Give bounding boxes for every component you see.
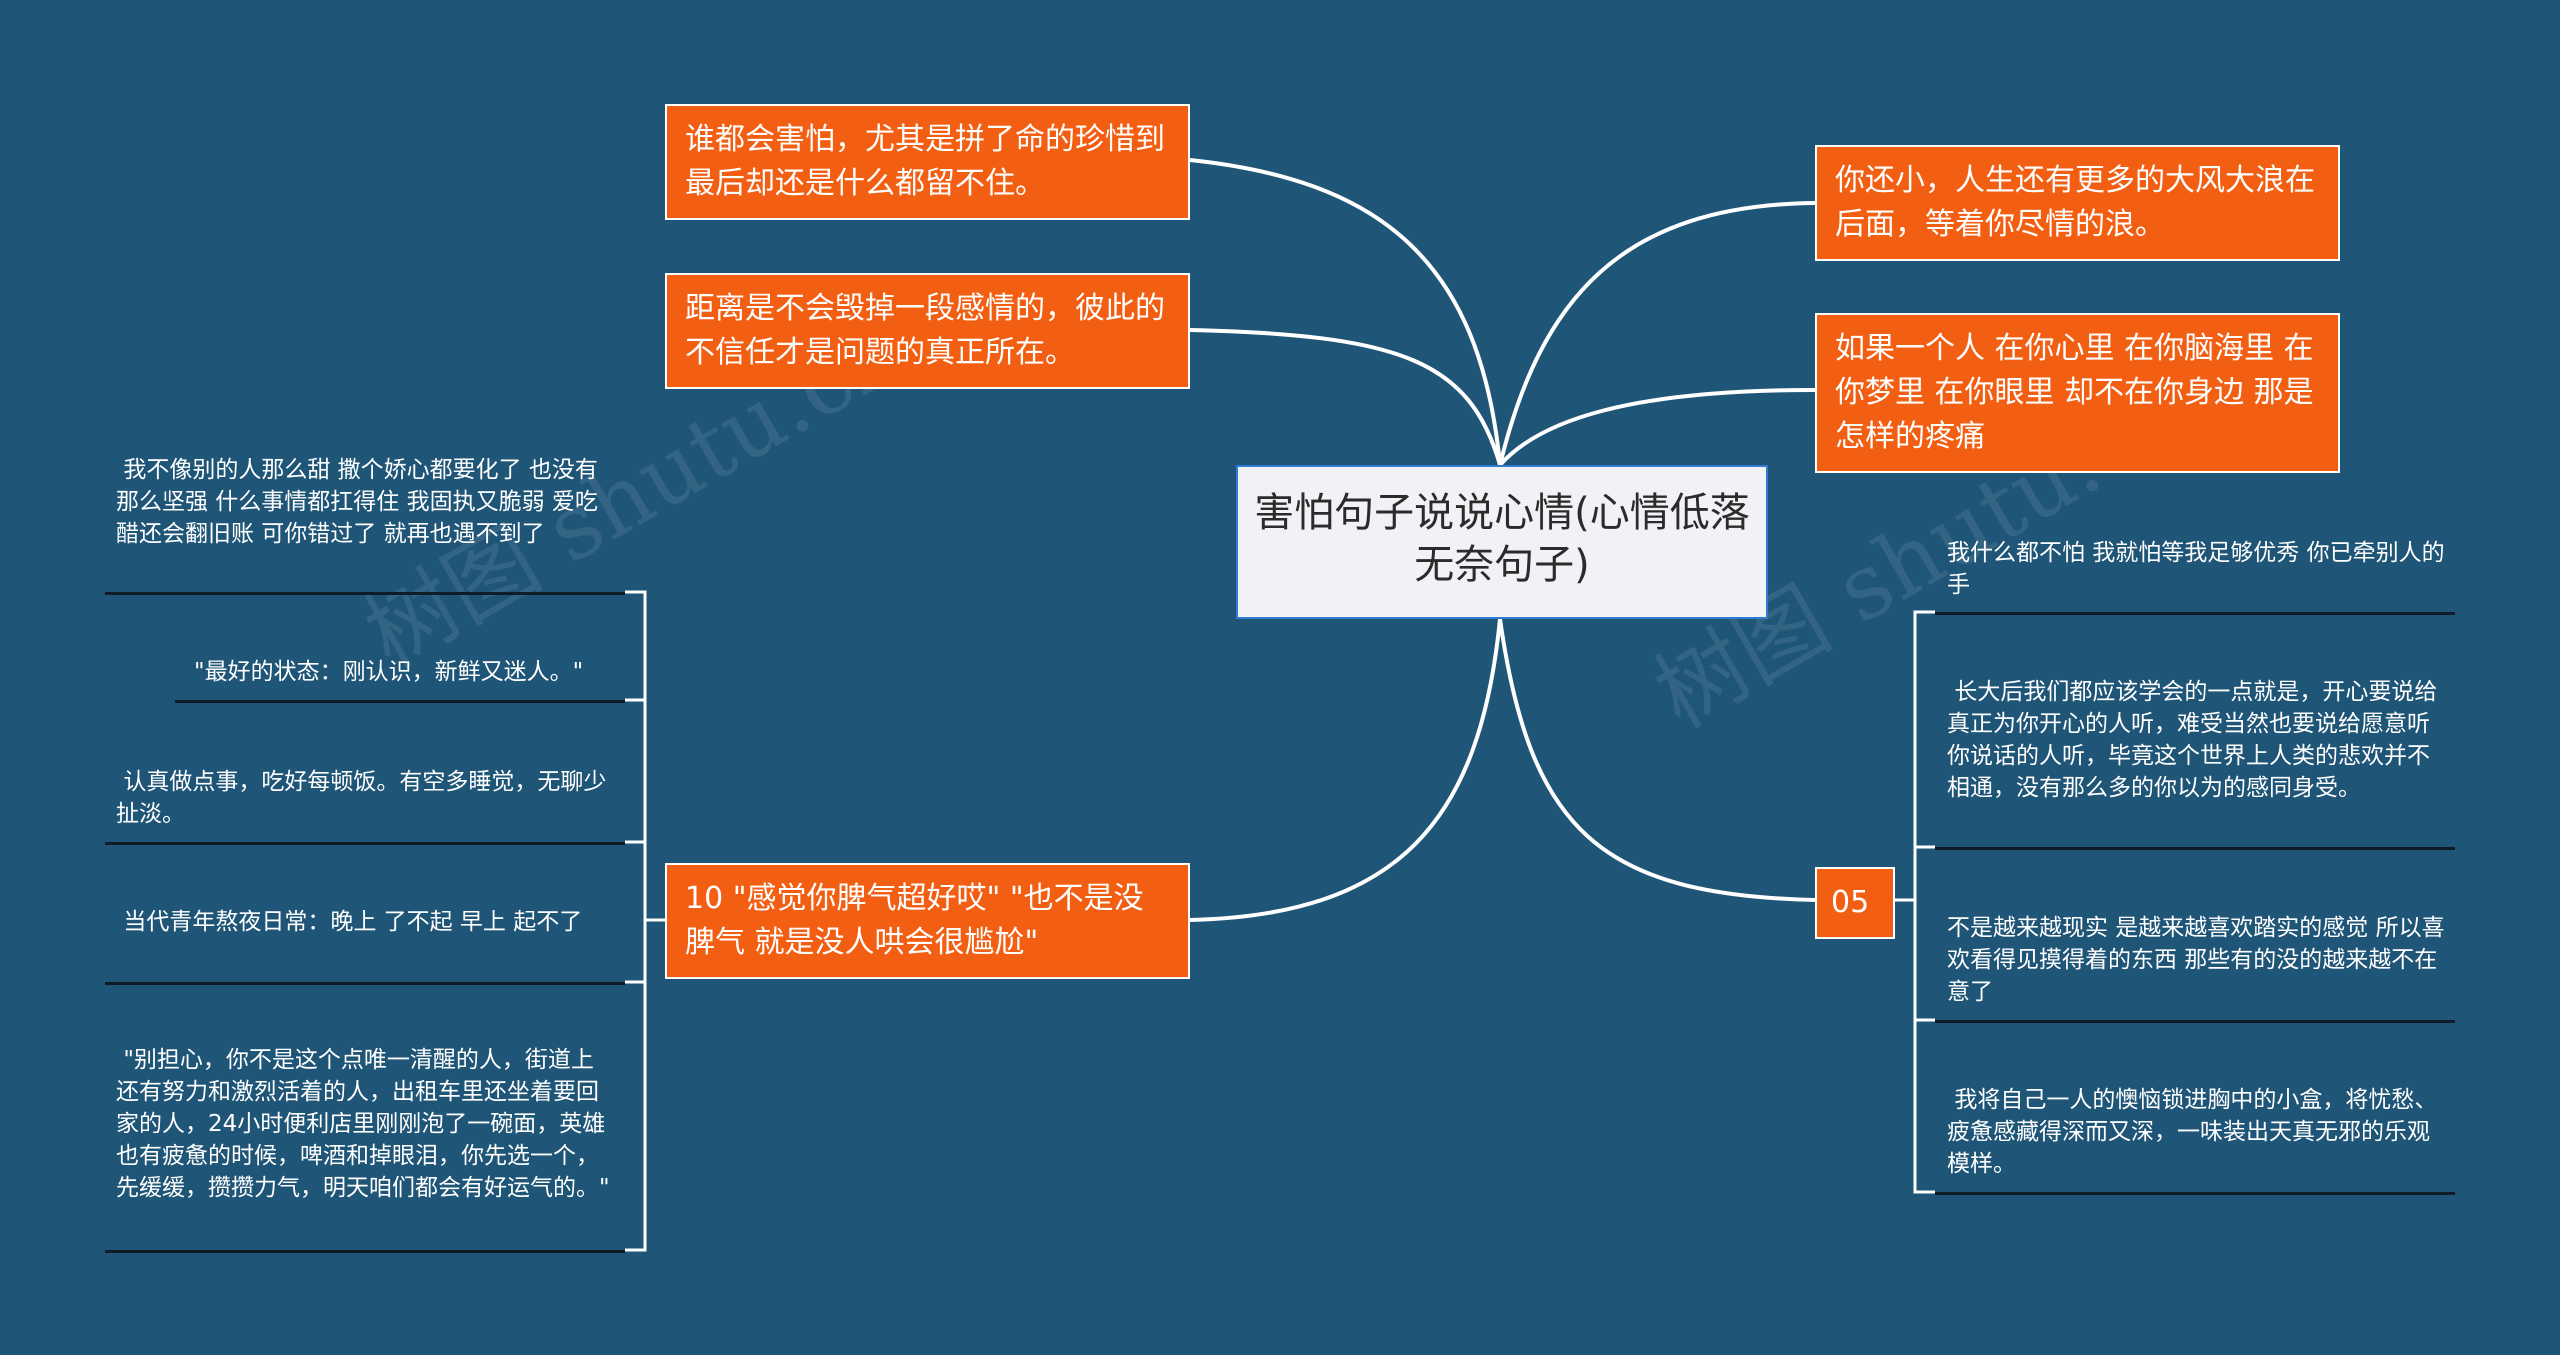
left-leaf-5[interactable]: "别担心，你不是这个点唯一清醒的人，街道上还有努力和激烈活着的人，出租车里还坐着… <box>116 1047 610 1201</box>
left-bracket <box>625 590 647 1252</box>
left-leaf-4[interactable]: 当代青年熬夜日常：晚上 了不起 早上 起不了 <box>116 909 583 935</box>
right-leaf-3-underline <box>1935 1020 2455 1023</box>
right-bracket <box>1913 610 1935 1194</box>
branch-right-1[interactable]: 你还小，人生还有更多的大风大浪在后面，等着你尽情的浪。 <box>1815 145 2340 261</box>
right-leaf-1-underline <box>1935 612 2455 615</box>
connector-left-3 <box>1189 618 1502 922</box>
connector-right-1 <box>1498 201 1816 466</box>
branch-right-2[interactable]: 如果一个人 在你心里 在你脑海里 在你梦里 在你眼里 却不在你身边 那是怎样的疼… <box>1815 313 2340 473</box>
root-topic[interactable]: 害怕句子说说心情(心情低落无奈句子) <box>1236 465 1768 619</box>
connector-right-2 <box>1498 388 1816 467</box>
right-leaf-2[interactable]: 长大后我们都应该学会的一点就是，开心要说给真正为你开心的人听，难受当然也要说给愿… <box>1947 679 2438 801</box>
left-leaf-1[interactable]: 我不像别的人那么甜 撒个娇心都要化了 也没有那么坚强 什么事情都扛得住 我固执又… <box>116 457 598 547</box>
connector-right-3 <box>1498 618 1816 902</box>
left-leaf-1-underline <box>105 592 625 595</box>
left-leaf-5-underline <box>105 1250 625 1253</box>
right-leaf-4-underline <box>1935 1192 2455 1195</box>
right-leaf-1[interactable]: 我什么都不怕 我就怕等我足够优秀 你已牵别人的手 <box>1947 540 2445 598</box>
right-leaf-2-underline <box>1935 847 2455 850</box>
branch-left-1[interactable]: 谁都会害怕，尤其是拼了命的珍惜到最后却还是什么都留不住。 <box>665 104 1190 220</box>
connector-left-1 <box>1189 158 1502 466</box>
branch-right-3[interactable]: 05 <box>1815 867 1895 939</box>
branch-left-3[interactable]: 10 "感觉你脾气超好哎" "也不是没脾气 就是没人哄会很尴尬" <box>665 863 1190 979</box>
left-leaf-3-underline <box>105 842 625 845</box>
left-leaf-2-underline <box>175 700 625 703</box>
right-leaf-3[interactable]: 不是越来越现实 是越来越喜欢踏实的感觉 所以喜欢看得见摸得着的东西 那些有的没的… <box>1947 915 2445 1005</box>
left-leaf-3[interactable]: 认真做点事，吃好每顿饭。有空多睡觉，无聊少扯淡。 <box>116 769 607 827</box>
left-leaf-4-underline <box>105 982 625 985</box>
connector-left-2 <box>1189 328 1502 466</box>
branch-left-2[interactable]: 距离是不会毁掉一段感情的，彼此的不信任才是问题的真正所在。 <box>665 273 1190 389</box>
right-leaf-4[interactable]: 我将自己一人的懊恼锁进胸中的小盒，将忧愁、疲惫感藏得深而又深，一味装出天真无邪的… <box>1947 1087 2438 1177</box>
left-leaf-2[interactable]: "最好的状态：刚认识，新鲜又迷人。" <box>194 659 584 685</box>
